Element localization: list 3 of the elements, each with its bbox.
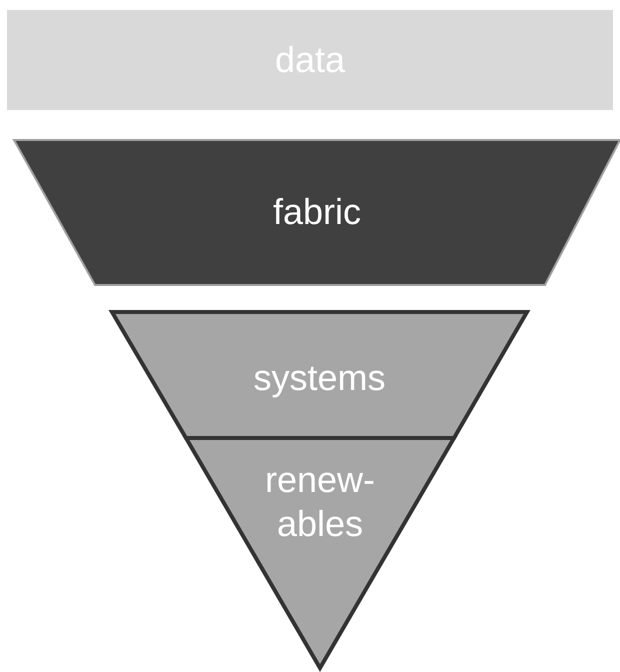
top-band <box>7 10 613 110</box>
funnel-trapezoid <box>14 140 620 285</box>
stage-label: fabric <box>272 190 362 234</box>
